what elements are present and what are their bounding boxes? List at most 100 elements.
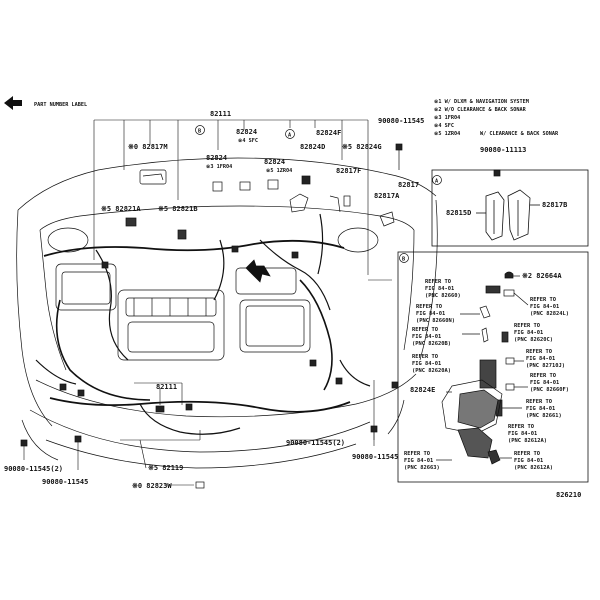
ref-9: REFER TO FIG 84-01 (PNC 82661) <box>526 399 562 419</box>
svg-text:(PNC 82661): (PNC 82661) <box>526 413 562 419</box>
svg-text:FIG 84-01: FIG 84-01 <box>404 458 433 464</box>
svg-text:(PNC 82620C): (PNC 82620C) <box>514 337 553 343</box>
note-2: ※2 W/O CLEARANCE & BACK SONAR <box>434 106 527 113</box>
svg-text:(PNC 82612A): (PNC 82612A) <box>508 438 547 444</box>
label-82817m: ※0 82817M <box>128 143 168 151</box>
detail-b-components <box>436 271 529 465</box>
svg-text:REFER TO: REFER TO <box>526 349 552 355</box>
label-82824g: ※5 82824G <box>342 143 382 151</box>
ref-4: REFER TO FIG 84-01 (PNC 82620A) <box>412 354 451 374</box>
label-82824-1zr04: 82824 <box>264 158 285 166</box>
bolt-icon <box>195 481 205 489</box>
svg-text:(PNC 82824L): (PNC 82824L) <box>530 311 569 317</box>
part-number-label: PART NUMBER LABEL <box>34 102 87 108</box>
figure-id: 826210 <box>556 491 581 499</box>
svg-text:(PNC 82620A): (PNC 82620A) <box>412 368 451 374</box>
svg-text:(PNC 82660F): (PNC 82660F) <box>530 387 569 393</box>
label-90080-11545-2-mid: 90080-11545(2) <box>286 439 345 447</box>
ref-10: REFER TO FIG 84-01 (PNC 82612A) <box>508 424 547 444</box>
label-90080-11545-2-left: 90080-11545(2) <box>4 465 63 473</box>
note-82824-1zr04: ※5 1ZR04 <box>266 167 292 174</box>
label-82111-mid: 82111 <box>156 383 177 391</box>
svg-text:REFER TO: REFER TO <box>508 424 534 430</box>
label-82664a: ※2 82664A <box>522 272 562 280</box>
small-parts-top <box>125 143 501 240</box>
svg-text:REFER TO: REFER TO <box>412 354 438 360</box>
label-90080-11545-left: 90080-11545 <box>42 478 88 486</box>
svg-text:A: A <box>288 133 292 139</box>
engine-bay-illustration <box>16 157 438 469</box>
svg-text:FIG 84-01: FIG 84-01 <box>526 406 555 412</box>
ref-12: REFER TO FIG 84-01 (PNC 82612A) <box>514 451 553 471</box>
svg-text:(PNC 82660): (PNC 82660) <box>425 293 461 299</box>
label-90080-11545-top: 90080-11545 <box>378 117 424 125</box>
svg-text:(PNC 82620B): (PNC 82620B) <box>412 341 451 347</box>
ref-7: REFER TO FIG 84-01 (PNC 82710J) <box>526 349 565 369</box>
note-82824-sfc: ※4 SFC <box>238 137 258 144</box>
ref-5: REFER TO FIG 84-01 (PNC 82824L) <box>530 297 569 317</box>
label-82824d: 82824D <box>300 143 325 151</box>
label-82821b: ※5 82821B <box>158 205 198 213</box>
leader-bracket <box>93 119 369 275</box>
label-82111-top: 82111 <box>210 110 231 118</box>
ref-6: REFER TO FIG 84-01 (PNC 82620C) <box>514 323 553 343</box>
note-4: ※4 SFC <box>434 122 454 129</box>
svg-text:REFER TO: REFER TO <box>416 304 442 310</box>
note-82824-1fr04: ※3 1FR04 <box>206 163 232 170</box>
svg-text:(PNC 82710J): (PNC 82710J) <box>526 363 565 369</box>
detail-a-box: A 82815D 82817B <box>431 169 589 247</box>
ref-3: REFER TO FIG 84-01 (PNC 82620B) <box>412 327 451 347</box>
leader-lines-lower <box>23 279 392 486</box>
ref-11: REFER TO FIG 84-01 (PNC 82663) <box>404 451 440 471</box>
note-1: ※1 W/ DLXM & NAVIGATION SYSTEM <box>434 98 529 105</box>
svg-text:FIG 84-01: FIG 84-01 <box>508 431 537 437</box>
label-90080-11113: 90080-11113 <box>480 146 526 154</box>
label-82815d: 82815D <box>446 209 471 217</box>
detail-b-box: B ※2 82664A 82824E REFER TO FIG 84-01 (P… <box>397 251 589 483</box>
label-82817b: 82817B <box>542 201 567 209</box>
svg-text:REFER TO: REFER TO <box>530 373 556 379</box>
svg-text:REFER TO: REFER TO <box>404 451 430 457</box>
svg-text:FIG 84-01: FIG 84-01 <box>530 304 559 310</box>
label-82817f: 82817F <box>336 167 361 175</box>
note-clearance: W/ CLEARANCE & BACK SONAR <box>480 131 559 137</box>
ref-8: REFER TO FIG 84-01 (PNC 82660F) <box>530 373 569 393</box>
label-82824f: 82824F <box>316 129 341 137</box>
svg-text:B: B <box>198 129 201 135</box>
label-82824-sfc: 82824 <box>236 128 257 136</box>
svg-text:FIG 84-01: FIG 84-01 <box>412 361 441 367</box>
note-3: ※3 1FR04 <box>434 114 460 121</box>
svg-text:REFER TO: REFER TO <box>530 297 556 303</box>
svg-text:REFER TO: REFER TO <box>526 399 552 405</box>
svg-text:A: A <box>435 179 439 185</box>
ref-1: REFER TO FIG 84-01 (PNC 82660) <box>425 279 461 299</box>
svg-text:FIG 84-01: FIG 84-01 <box>530 380 559 386</box>
label-82823w: ※0 82823W <box>132 482 172 490</box>
svg-text:FIG 84-01: FIG 84-01 <box>514 458 543 464</box>
svg-text:REFER TO: REFER TO <box>514 323 540 329</box>
notes-block: ※1 W/ DLXM & NAVIGATION SYSTEM ※2 W/O CL… <box>434 98 529 137</box>
svg-text:(PNC 82660N): (PNC 82660N) <box>416 318 455 324</box>
label-82817a: 82817A <box>374 192 400 200</box>
svg-text:REFER TO: REFER TO <box>514 451 540 457</box>
part-number-label-arrow-icon <box>4 96 22 110</box>
svg-text:FIG 84-01: FIG 84-01 <box>526 356 555 362</box>
label-82119: ※5 82119 <box>148 464 183 472</box>
callout-b-top: B <box>195 125 205 135</box>
ref-2: REFER TO FIG 84-01 (PNC 82660N) <box>416 304 455 324</box>
label-82817: 82817 <box>398 181 419 189</box>
label-82824e: 82824E <box>410 386 435 394</box>
svg-text:FIG 84-01: FIG 84-01 <box>514 330 543 336</box>
svg-text:REFER TO: REFER TO <box>425 279 451 285</box>
svg-text:B: B <box>402 257 405 263</box>
bolt-icons-lower <box>20 381 399 447</box>
callout-a-top: A <box>285 129 295 139</box>
note-5: ※5 1ZR04 <box>434 130 460 137</box>
label-82821a: ※5 82821A <box>101 205 141 213</box>
svg-text:(PNC 82663): (PNC 82663) <box>404 465 440 471</box>
svg-text:REFER TO: REFER TO <box>412 327 438 333</box>
svg-text:(PNC 82612A): (PNC 82612A) <box>514 465 553 471</box>
svg-text:FIG 84-01: FIG 84-01 <box>425 286 454 292</box>
label-90080-11545-right: 90080-11545 <box>352 453 398 461</box>
